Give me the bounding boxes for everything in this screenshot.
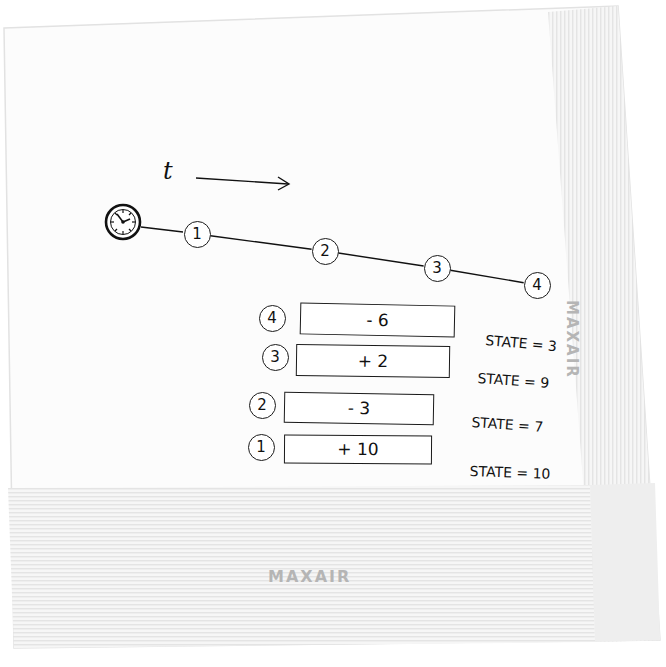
delta-box: + 2	[296, 344, 450, 378]
time-arrow	[196, 177, 289, 190]
step-number: 4	[532, 277, 542, 294]
delta-value: + 10	[337, 440, 378, 459]
step-number: 1	[256, 439, 266, 456]
delta-box: + 10	[284, 434, 432, 464]
step-circle: 2	[312, 238, 339, 265]
timeline-line	[338, 253, 423, 266]
time-label: t	[163, 158, 173, 184]
step-number: 2	[320, 243, 330, 260]
step-number: 2	[257, 397, 267, 414]
step-circle: 1	[248, 434, 275, 461]
step-number: 1	[192, 226, 202, 243]
delta-value: - 3	[348, 399, 371, 418]
step-number: 3	[432, 260, 442, 277]
delta-value: + 2	[358, 351, 389, 370]
step-circle: 4	[524, 272, 551, 299]
delta-box: - 3	[284, 392, 435, 426]
watermark: MAXAIR	[564, 300, 581, 379]
watermark: MAXAIR	[268, 568, 351, 586]
step-circle: 2	[249, 392, 276, 419]
timeline-line	[210, 236, 311, 249]
step-circle: 3	[262, 344, 289, 371]
step-number: 4	[267, 310, 277, 327]
state-label: STATE = 10	[469, 464, 550, 482]
step-circle: 4	[259, 305, 286, 332]
clock-lead	[141, 227, 183, 232]
step-number: 3	[270, 349, 280, 366]
step-circle: 3	[424, 255, 451, 282]
timeline-line	[450, 270, 523, 282]
delta-value: - 6	[366, 310, 389, 329]
delta-box: - 6	[300, 302, 456, 337]
step-circle: 1	[184, 221, 211, 248]
clock-icon	[106, 205, 140, 239]
